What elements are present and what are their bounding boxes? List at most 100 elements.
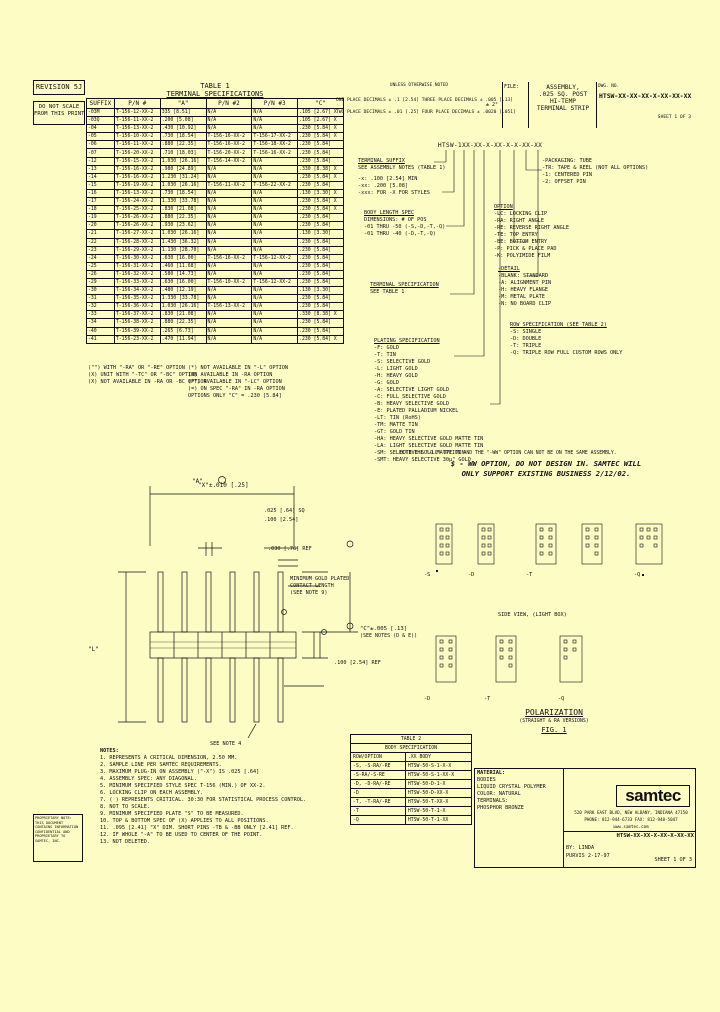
title-block: UNLESS OTHERWISE NOTED ONE PLACE DECIMAL… <box>336 82 694 128</box>
table-cell: T-156-13-XX-2 <box>113 188 161 199</box>
proprietary-text: PROPRIETARY NOTE: THIS DOCUMENT CONTAINS… <box>35 816 79 843</box>
callout-line: -L: LIGHT GOLD <box>374 366 418 372</box>
table-2-cell: -D <box>350 788 406 798</box>
address-line: PHONE: 812-944-6733 FAX: 812-948-5047 <box>584 817 678 822</box>
table-cell: .880 [22.35] <box>159 318 207 328</box>
bottom-sheet-number: SHEET 1 OF 3 <box>654 857 692 863</box>
table-cell: -19 <box>86 213 115 223</box>
table-cell: .130 [3.30] X <box>297 188 344 199</box>
table-2-subtitle: BODY SPECIFICATION <box>350 743 472 753</box>
revision-box: REVISION 5J <box>33 80 85 95</box>
table-cell: N/A <box>251 229 299 239</box>
table-2-cell: HTSW-50-T-1-XX <box>404 815 473 825</box>
table-1-note: (X) UNIT WITH "-TC" OR "-BC" OPTION <box>88 372 198 378</box>
table-cell: N/A <box>251 156 299 166</box>
drawing-title-line: TERMINAL STRIP <box>536 105 590 112</box>
table-cell: .130 [3.30] <box>297 229 344 239</box>
table-cell: .230 [5.84] X <box>297 132 344 142</box>
table-cell: N/A <box>205 164 253 174</box>
callout-title: -DETAIL <box>498 266 520 272</box>
table-cell: T-156-26-XX-2 <box>113 213 161 223</box>
callout-line: -H: HEAVY FLANGE <box>498 287 548 293</box>
callout-line: -HA: HEAVY SELECTIVE GOLD MATTE TIN <box>374 436 484 442</box>
table-cell: 1.030 [26.16] <box>159 229 207 239</box>
dim-l-label: "L" <box>88 646 99 653</box>
table-cell: N/A <box>251 107 299 118</box>
table-cell: T-156-12-XX-2 <box>251 253 299 263</box>
callout-terminal-spec: TERMINAL SPECIFICATION SEE TABLE 1 <box>370 282 439 296</box>
table-cell: .730 [18.54] <box>159 132 207 142</box>
table-2-cell: HTSW-50-T-XX-X <box>404 797 473 807</box>
table-cell: -15 <box>86 180 115 190</box>
table-cell: N/A <box>205 237 253 247</box>
table-cell: N/A <box>251 237 299 247</box>
table-cell: .880 [22.35] <box>159 140 207 150</box>
table-2-cell: -T <box>350 806 406 816</box>
callout-line: -K: POLYIMIDE FILM <box>494 253 551 259</box>
min-gold-line: CONTACT LENGTH <box>290 583 334 589</box>
table-cell: T-156-29-XX-2 <box>113 245 161 255</box>
table-cell: .830 [21.08] <box>159 205 207 215</box>
table-cell: -20 <box>86 221 115 231</box>
table-cell: -40 <box>86 326 115 336</box>
note-item: 1. REPRESENTS A CRITICAL DIMENSION, 2.50… <box>100 755 238 761</box>
table-2-cell: -S-RA/-S-RE <box>350 770 406 780</box>
note-item: 7. ( ) REPRESENTS CRITICAL. 30:30 FOR ST… <box>100 797 307 803</box>
table-cell: T-156-24-XX-2 <box>113 197 161 207</box>
table-cell: T-156-16-XX-2 <box>205 140 253 150</box>
part-number-callout: HTSW-1XX-XX-X-XX-X-X-XX-XX <box>438 142 542 149</box>
drawn-date: PURVIS 2-17-97 <box>566 853 610 859</box>
table-cell: N/A <box>205 326 253 336</box>
callout-line: -E: PLATED PALLADIUM NICKEL <box>374 408 459 414</box>
dwg-row: HTSW-XX-XX-X-XX-X-XX-XX <box>564 831 696 841</box>
note-item: 6. LOCKING CLIP ON EACH ASSEMBLY. <box>100 790 204 796</box>
table-cell: T-156-22-XX-2 <box>251 180 299 190</box>
callout-line: -T: TIN <box>374 352 396 358</box>
table-cell: N/A <box>205 205 253 215</box>
table-cell: T-156-38-XX-2 <box>113 318 161 328</box>
drawing-sheet: REVISION 5J DO NOT SCALE FROM THIS PRINT… <box>28 76 696 868</box>
table-cell: .230 [5.84] <box>297 326 344 336</box>
dim-c-note: (SEE NOTES (D & E)) <box>360 633 418 639</box>
material-line: LIQUID CRYSTAL POLYMER <box>477 784 546 790</box>
file-label-cell: FILE: <box>502 82 529 128</box>
table-cell: N/A <box>205 229 253 239</box>
notice-line: $ - WW OPTION, DO NOT DESIGN IN. SAMTEC … <box>450 459 642 468</box>
table-cell: .230 [5.84] <box>297 140 344 150</box>
dim-x-label: "X"±.010 [.25] <box>198 482 249 489</box>
table-cell: .630 [16.00] <box>159 277 207 288</box>
table-cell: .470 [11.94] <box>159 334 207 344</box>
table-2-cell: HTSW-50-T-1-X <box>404 806 473 816</box>
dim-c-label: "C"±.005 [.13] <box>360 626 408 632</box>
drawing-title-line: HI-TEMP <box>549 98 577 105</box>
table-cell: N/A <box>251 164 299 174</box>
table-cell: N/A <box>205 197 253 207</box>
table-cell: .580 [14.73] <box>159 269 207 279</box>
table-cell: N/A <box>205 318 253 328</box>
drawing-notes: NOTES: 1. REPRESENTS A CRITICAL DIMENSIO… <box>100 748 310 846</box>
do-not-scale-box: DO NOT SCALE FROM THIS PRINT <box>33 101 85 125</box>
table-cell: -33 <box>86 310 115 320</box>
tolerance-angle: ± 2° <box>485 102 498 108</box>
view-label-bottom-d: -D <box>424 696 431 702</box>
table-cell: 1.230 [31.24] <box>159 172 207 182</box>
drawing-title: ASSEMBLY, .025 SQ. POST HI-TEMP TERMINAL… <box>532 84 594 112</box>
address-line: www.samtec.com <box>613 824 649 829</box>
table-cell: -22 <box>86 237 115 247</box>
view-label-bottom-q: -Q <box>558 696 565 702</box>
table-2-cell: HTSW-50-D-XX-X <box>404 788 473 798</box>
callout-line: -N: NO BOARD CLIP <box>498 301 552 307</box>
note-item: 11. .095 [2.41] "X" DIM. SHORT PINS -TB … <box>100 825 294 831</box>
